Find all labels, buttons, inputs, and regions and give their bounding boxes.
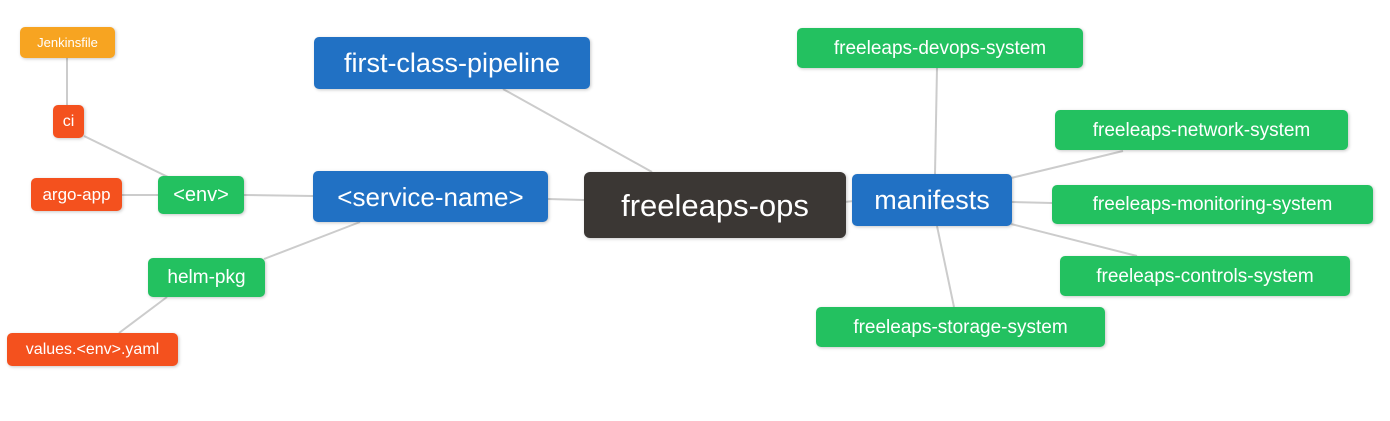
edge-manifests-monitoring-system — [1011, 201, 1053, 204]
node-argo-app[interactable]: argo-app — [31, 178, 122, 211]
edge-helm-pkg-values-env-yaml — [118, 296, 168, 334]
edge-manifests-controls-system — [1010, 223, 1138, 257]
node-ci[interactable]: ci — [53, 105, 84, 138]
edge-first-class-pipeline-freeleaps-ops — [502, 88, 653, 173]
node-manifests[interactable]: manifests — [852, 174, 1012, 226]
node-freeleaps-network-system[interactable]: freeleaps-network-system — [1055, 110, 1348, 150]
node-jenkinsfile[interactable]: Jenkinsfile — [20, 27, 115, 58]
node-values-env-yaml[interactable]: values.<env>.yaml — [7, 333, 178, 366]
edge-manifests-devops-system — [934, 67, 938, 175]
edge-ci-env — [83, 135, 171, 179]
node-freeleaps-storage-system[interactable]: freeleaps-storage-system — [816, 307, 1105, 347]
node-helm-pkg[interactable]: helm-pkg — [148, 258, 265, 297]
edge-manifests-network-system — [1010, 150, 1124, 179]
node-freeleaps-controls-system[interactable]: freeleaps-controls-system — [1060, 256, 1350, 296]
node-env[interactable]: <env> — [158, 176, 244, 214]
node-first-class-pipeline[interactable]: first-class-pipeline — [314, 37, 590, 89]
edge-env-service-name — [243, 194, 314, 197]
node-freeleaps-ops[interactable]: freeleaps-ops — [584, 172, 846, 238]
node-service-name[interactable]: <service-name> — [313, 171, 548, 222]
node-freeleaps-devops-system[interactable]: freeleaps-devops-system — [797, 28, 1083, 68]
edge-service-name-helm-pkg — [263, 221, 361, 260]
edge-manifests-storage-system — [936, 225, 955, 308]
edge-service-name-freeleaps-ops — [547, 198, 585, 201]
node-freeleaps-monitoring-system[interactable]: freeleaps-monitoring-system — [1052, 185, 1373, 224]
